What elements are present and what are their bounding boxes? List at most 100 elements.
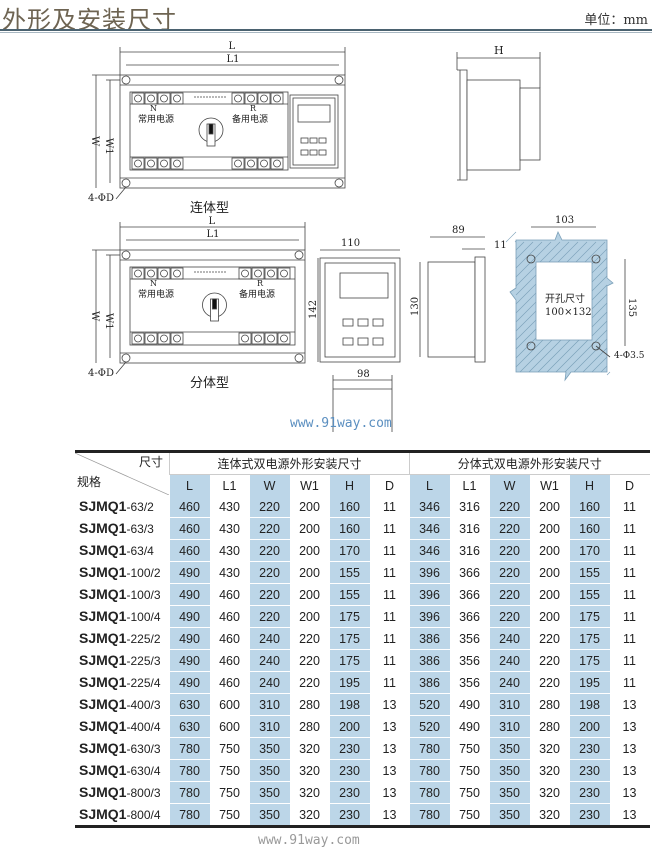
value-cell: 280 <box>529 715 570 738</box>
value-cell: 11 <box>369 517 410 540</box>
value-cell: 220 <box>249 583 290 606</box>
value-cell: 200 <box>529 539 570 562</box>
value-cell: 430 <box>209 517 250 540</box>
value-cell: 11 <box>369 627 410 650</box>
value-cell: 220 <box>249 496 290 518</box>
source-r-label: 备用电源 <box>232 113 268 125</box>
side-view-drawing: H <box>456 44 541 181</box>
controller-front-drawing: 110 142 98 <box>308 238 401 432</box>
value-cell: 316 <box>449 539 490 562</box>
value-cell: 220 <box>489 517 530 540</box>
cutout-size: 100×132 <box>545 307 592 318</box>
source-r-letter: R <box>257 279 264 288</box>
dim-130: 130 <box>410 297 421 316</box>
mount-holes-label: 4-ΦD <box>88 368 114 379</box>
value-cell: 220 <box>289 627 330 650</box>
source-n-label: 常用电源 <box>138 113 174 125</box>
dim-l1: L1 <box>227 54 240 65</box>
dim-142: 142 <box>308 300 319 319</box>
value-cell: 200 <box>529 605 570 628</box>
value-cell: 11 <box>609 671 650 694</box>
value-cell: 198 <box>569 693 610 716</box>
value-cell: 230 <box>329 759 370 782</box>
value-cell: 13 <box>609 781 650 804</box>
value-cell: 170 <box>569 539 610 562</box>
model-cell: SJMQ1-800/3 <box>75 781 170 804</box>
value-cell: 11 <box>609 539 650 562</box>
value-cell: 200 <box>289 605 330 628</box>
value-cell: 230 <box>569 803 610 828</box>
cutout-holes: 4-Φ3.5 <box>614 351 645 361</box>
dim-w1: W1 <box>103 138 114 155</box>
value-cell: 780 <box>409 781 450 804</box>
value-cell: 230 <box>569 737 610 760</box>
model-name: SJMQ1 <box>79 608 127 624</box>
value-cell: 386 <box>409 627 450 650</box>
model-name: SJMQ1 <box>79 542 127 558</box>
value-cell: 240 <box>489 627 530 650</box>
value-cell: 220 <box>249 605 290 628</box>
value-cell: 396 <box>409 605 450 628</box>
value-cell: 220 <box>489 605 530 628</box>
panel-cutout-drawing: 103 135 开孔尺寸 100×132 4-Φ3.5 <box>505 215 645 382</box>
value-cell: 346 <box>409 539 450 562</box>
model-cell: SJMQ1-630/3 <box>75 737 170 760</box>
column-header-w: W <box>249 474 290 496</box>
mount-holes-label: 4-ΦD <box>88 193 114 204</box>
model-name: SJMQ1 <box>79 652 127 668</box>
value-cell: 490 <box>169 627 210 650</box>
value-cell: 320 <box>529 737 570 760</box>
model-name: SJMQ1 <box>79 740 127 756</box>
drawing-type-label: 连体型 <box>190 200 229 216</box>
value-cell: 13 <box>369 759 410 782</box>
value-cell: 350 <box>249 737 290 760</box>
value-cell: 230 <box>569 781 610 804</box>
value-cell: 460 <box>169 539 210 562</box>
value-cell: 350 <box>489 737 530 760</box>
value-cell: 155 <box>569 583 610 606</box>
value-cell: 200 <box>289 517 330 540</box>
model-size: -225/3 <box>126 654 161 668</box>
column-header-h: H <box>569 474 610 496</box>
dim-110: 110 <box>341 238 360 249</box>
value-cell: 520 <box>409 715 450 738</box>
value-cell: 350 <box>489 781 530 804</box>
value-cell: 460 <box>169 517 210 540</box>
model-cell: SJMQ1-63/3 <box>75 517 170 540</box>
column-header-l: L <box>169 474 210 496</box>
model-cell: SJMQ1-400/4 <box>75 715 170 738</box>
value-cell: 430 <box>209 539 250 562</box>
value-cell: 750 <box>449 759 490 782</box>
dim-h: H <box>494 44 504 57</box>
value-cell: 366 <box>449 583 490 606</box>
value-cell: 200 <box>329 715 370 738</box>
value-cell: 195 <box>329 671 370 694</box>
column-header-l: L <box>409 474 450 496</box>
value-cell: 155 <box>329 561 370 584</box>
value-cell: 350 <box>489 759 530 782</box>
value-cell: 460 <box>209 649 250 672</box>
value-cell: 600 <box>209 693 250 716</box>
model-cell: SJMQ1-225/2 <box>75 627 170 650</box>
value-cell: 13 <box>609 715 650 738</box>
model-name: SJMQ1 <box>79 806 127 822</box>
value-cell: 220 <box>289 649 330 672</box>
value-cell: 430 <box>209 496 250 518</box>
value-cell: 490 <box>169 561 210 584</box>
model-size: -630/3 <box>126 742 161 756</box>
watermark: www.91way.com <box>258 833 360 848</box>
value-cell: 356 <box>449 649 490 672</box>
value-cell: 155 <box>329 583 370 606</box>
value-cell: 316 <box>449 517 490 540</box>
value-cell: 160 <box>329 517 370 540</box>
